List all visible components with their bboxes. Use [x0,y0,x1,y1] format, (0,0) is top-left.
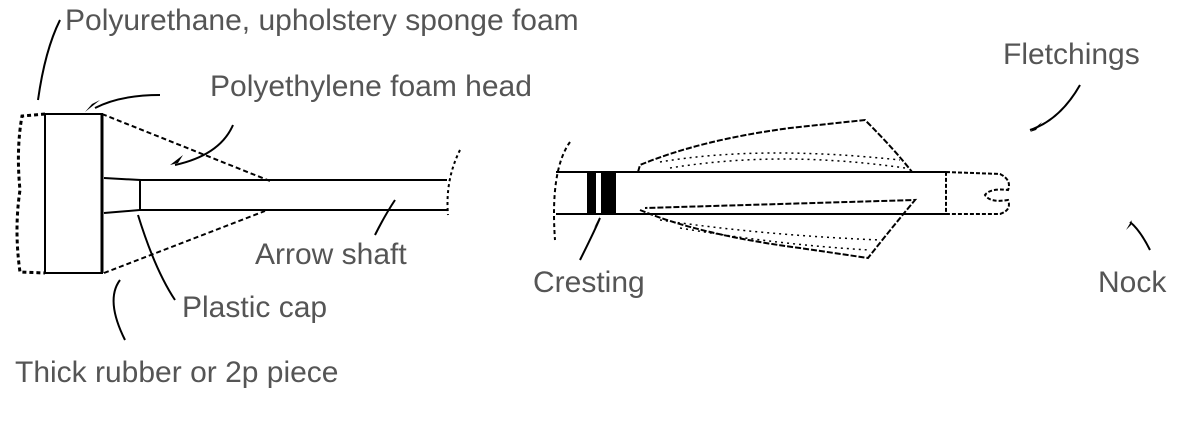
leader-nock [1129,221,1151,251]
fletching-top [637,118,913,173]
nock [945,170,1010,215]
leader-polyethylene [94,94,161,109]
label-rubber: Thick rubber or 2p piece [15,356,339,389]
shaft-break-left [446,149,461,216]
shaft-break-right [553,141,571,241]
label-fletchings: Fletchings [1003,38,1140,71]
leader-head [174,124,234,166]
label-polyurethane: Polyurethane, upholstery sponge foam [65,4,579,37]
leader-cresting [579,217,601,261]
leader-polyurethane [37,19,61,101]
fletching-bottom [639,198,918,260]
leader-shaft [374,199,396,236]
plastic-cap [103,177,141,214]
cresting-band-1 [587,171,596,215]
rubber-block [44,113,103,274]
shaft-left [140,179,447,211]
label-polyethylene: Polyethylene foam head [210,70,532,103]
leader-rubber [112,279,126,341]
shaft-right [556,171,946,215]
label-nock: Nock [1098,266,1167,299]
leader-fletchings [1029,84,1081,131]
label-plastic-cap: Plastic cap [182,291,328,324]
label-arrow-shaft: Arrow shaft [255,238,407,271]
sponge-foam-block [15,112,46,275]
cresting-band-2 [601,171,616,215]
leader-cap [137,214,176,301]
foam-head-cone [101,113,271,274]
label-cresting: Cresting [533,266,645,299]
